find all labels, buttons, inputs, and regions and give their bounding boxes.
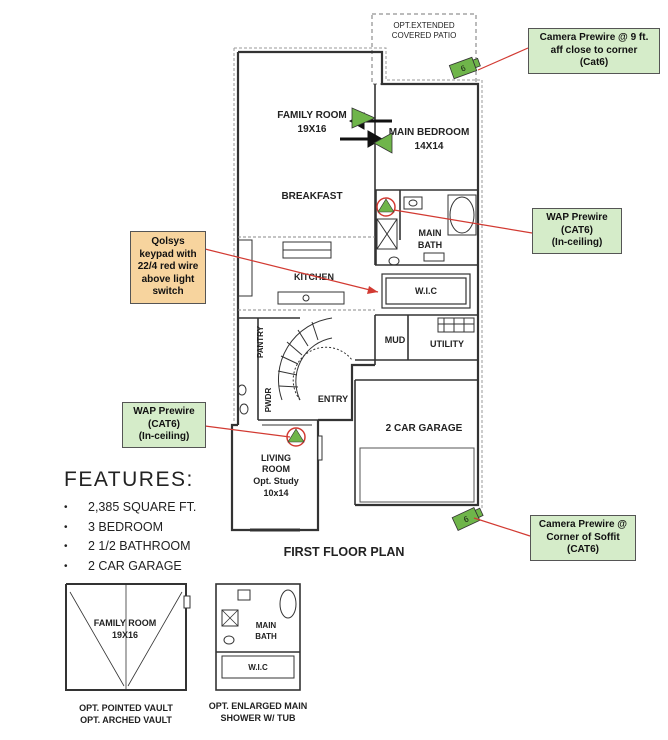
plan-title: FIRST FLOOR PLAN	[284, 545, 405, 559]
wap-left-callout: WAP Prewire (CAT6) (In-ceiling)	[122, 402, 206, 448]
family-room-size: 19X16	[298, 124, 327, 135]
keypad-callout-line4: above light	[141, 273, 195, 285]
wic-label: W.I.C	[415, 286, 437, 296]
opt-vault-room-size: 19X16	[112, 630, 138, 640]
wap-left-callout-line1: WAP Prewire	[133, 406, 195, 417]
wap-triangles-bedroom	[351, 107, 393, 154]
opt-vault-caption-2: OPT. ARCHED VAULT	[80, 715, 172, 725]
camera-bottom-number: 6	[462, 514, 470, 524]
opt-shower-caption-1: OPT. ENLARGED MAIN	[209, 701, 308, 711]
main-bedroom-label: MAIN BEDROOM	[389, 127, 470, 138]
living-room-label-3: Opt. Study	[253, 476, 299, 486]
kitchen-label: KITCHEN	[294, 272, 334, 282]
opt-shower-bath-label-2: BATH	[255, 632, 277, 641]
wap-right-callout-line3: (In-ceiling)	[551, 237, 603, 248]
camera-bottom-callout-line2: Corner of Soffit	[546, 531, 620, 543]
camera-top-number: 6	[460, 63, 468, 73]
camera-bottom-callout-line3: (CAT6)	[566, 544, 600, 555]
opt-shower-caption-2: SHOWER W/ TUB	[221, 713, 296, 723]
keypad-arrowhead	[367, 286, 378, 294]
living-room-size: 10x14	[263, 488, 288, 498]
main-bedroom-size: 14X14	[415, 141, 444, 152]
wic-closet	[381, 273, 471, 309]
features-title: FEATURES:	[64, 468, 194, 491]
garage-door	[359, 447, 475, 503]
garage-label: 2 CAR GARAGE	[386, 423, 463, 434]
keypad-callout-line5: switch	[152, 286, 184, 297]
utility-label: UTILITY	[430, 339, 464, 349]
features-panel: FEATURES: 2,385 SQUARE FT. 3 BEDROOM 2 1…	[64, 468, 196, 576]
wap-right-callout: WAP Prewire (CAT6) (In-ceiling)	[532, 208, 622, 254]
keypad-callout-line1: Qolsys	[151, 236, 185, 247]
keypad-callout-line3: 22/4 red wire	[137, 261, 199, 272]
staircase	[277, 317, 353, 401]
camera-icon-bottom: 6	[451, 507, 484, 531]
wap-left-callout-line3: (In-ceiling)	[138, 431, 190, 442]
house-outline	[230, 50, 480, 532]
living-room-label-1: LIVING	[261, 453, 291, 463]
wap-right-callout-line1: WAP Prewire	[546, 212, 608, 223]
family-room-label: FAMILY ROOM	[277, 110, 346, 121]
opt-vault-room-label: FAMILY ROOM	[94, 618, 157, 628]
feature-item-garage: 2 CAR GARAGE	[64, 557, 196, 577]
living-windows	[250, 424, 323, 532]
camera-top-callout-line1: Camera Prewire @ 9 ft.	[539, 32, 649, 43]
mud-label: MUD	[385, 335, 406, 345]
wap-device-bath	[376, 197, 396, 217]
entry-label: ENTRY	[318, 394, 348, 404]
camera-top-callout: Camera Prewire @ 9 ft. aff close to corn…	[528, 28, 660, 74]
camera-bottom-callout: Camera Prewire @ Corner of Soffit (CAT6)	[530, 515, 636, 561]
opt-shower-wic-label: W.I.C	[248, 663, 268, 672]
main-bath-label-2: BATH	[418, 240, 442, 250]
camera-top-callout-line2: aff close to corner	[550, 44, 638, 56]
camera-top-callout-line3: (Cat6)	[579, 57, 609, 68]
bath-fixtures	[237, 194, 477, 415]
pwdr-label: PWDR	[264, 388, 273, 413]
opt-shower-bath-label-1: MAIN	[256, 621, 277, 630]
living-room-label-2: ROOM	[262, 464, 290, 474]
feature-item-square-feet: 2,385 SQUARE FT.	[64, 498, 196, 518]
wap-left-callout-line2: (CAT6)	[147, 418, 181, 430]
main-bath-label-1: MAIN	[419, 228, 442, 238]
opt-shower-diagram	[215, 583, 301, 691]
features-list: 2,385 SQUARE FT. 3 BEDROOM 2 1/2 BATHROO…	[64, 498, 196, 576]
keypad-callout: Qolsys keypad with 22/4 red wire above l…	[130, 231, 206, 304]
wap-right-callout-line2: (CAT6)	[560, 224, 594, 236]
patio-label-2: COVERED PATIO	[392, 31, 457, 40]
interior-walls	[238, 84, 478, 505]
house-dashed-outline	[233, 47, 483, 509]
opt-vault-caption-1: OPT. POINTED VAULT	[79, 703, 173, 713]
pantry-label: PANTRY	[256, 325, 265, 358]
keypad-callout-line2: keypad with	[139, 248, 197, 260]
pointer-lines	[204, 47, 533, 537]
camera-icon-top: 6	[448, 56, 481, 80]
utility-shelving	[437, 317, 475, 333]
wap-device-living	[286, 427, 306, 447]
opt-vault-diagram	[65, 583, 191, 691]
feature-item-bedrooms: 3 BEDROOM	[64, 518, 196, 538]
kitchen-counters	[237, 239, 345, 305]
camera-bottom-callout-line1: Camera Prewire @	[538, 519, 628, 530]
feature-item-bathrooms: 2 1/2 BATHROOM	[64, 537, 196, 557]
breakfast-label: BREAKFAST	[281, 191, 342, 202]
patio-label-1: OPT.EXTENDED	[393, 21, 455, 30]
